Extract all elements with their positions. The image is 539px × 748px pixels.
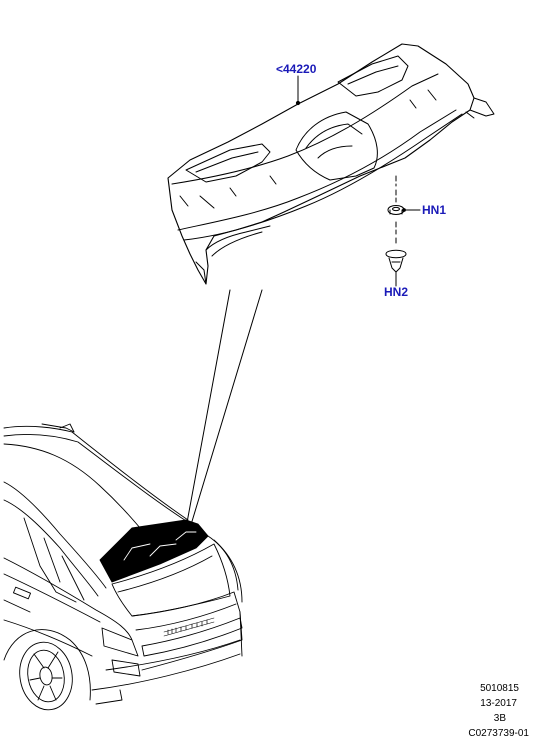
vehicle-illustration bbox=[3, 423, 243, 711]
fastener-hn1 bbox=[387, 175, 405, 215]
part-number-label[interactable]: <44220 bbox=[276, 62, 317, 76]
reference-code-2: C0273739-01 bbox=[468, 728, 529, 739]
hn1-label[interactable]: HN1 bbox=[422, 203, 447, 217]
projection-line-right bbox=[189, 289, 263, 529]
reference-date: 13-2017 bbox=[480, 698, 517, 709]
reference-revision: 3B bbox=[493, 713, 506, 724]
rear-spoiler bbox=[167, 43, 495, 285]
reference-code-1: 5010815 bbox=[480, 683, 519, 694]
hn2-label[interactable]: HN2 bbox=[384, 285, 409, 299]
leader-dot-main bbox=[295, 100, 301, 106]
fastener-hn2 bbox=[385, 221, 407, 273]
leader-dot-hn1 bbox=[402, 208, 406, 212]
projection-line-left bbox=[185, 289, 231, 529]
